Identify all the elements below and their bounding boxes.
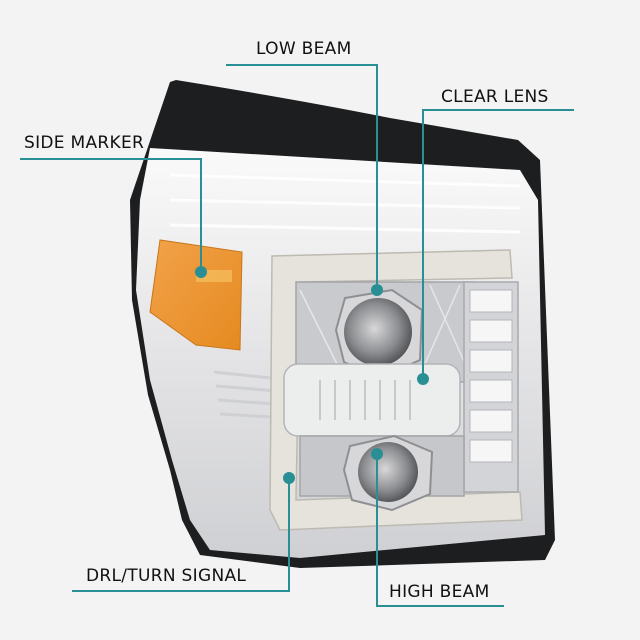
callout-dot-drl-turn-signal (283, 472, 295, 484)
callout-line-side-marker (20, 158, 202, 160)
callout-line-low-beam (226, 64, 378, 66)
callout-label-low-beam: LOW BEAM (256, 39, 352, 59)
callout-line-clear-lens (422, 109, 574, 111)
callout-dot-low-beam (371, 284, 383, 296)
callout-dot-clear-lens (417, 373, 429, 385)
callout-dot-side-marker (195, 266, 207, 278)
callout-line-high-beam (376, 605, 504, 607)
callout-line-high-beam-vertical (376, 454, 378, 607)
callout-label-side-marker: SIDE MARKER (24, 133, 145, 153)
callout-label-clear-lens: CLEAR LENS (441, 87, 549, 107)
callout-line-low-beam-vertical (376, 64, 378, 290)
callout-line-drl-turn-signal-vertical (288, 478, 290, 592)
callout-line-side-marker-vertical (200, 158, 202, 272)
callout-label-high-beam: HIGH BEAM (389, 582, 490, 602)
callout-dot-high-beam (371, 448, 383, 460)
callout-line-clear-lens-vertical (422, 109, 424, 379)
callout-line-drl-turn-signal (72, 590, 290, 592)
callout-label-drl-turn-signal: DRL/TURN SIGNAL (86, 566, 247, 586)
